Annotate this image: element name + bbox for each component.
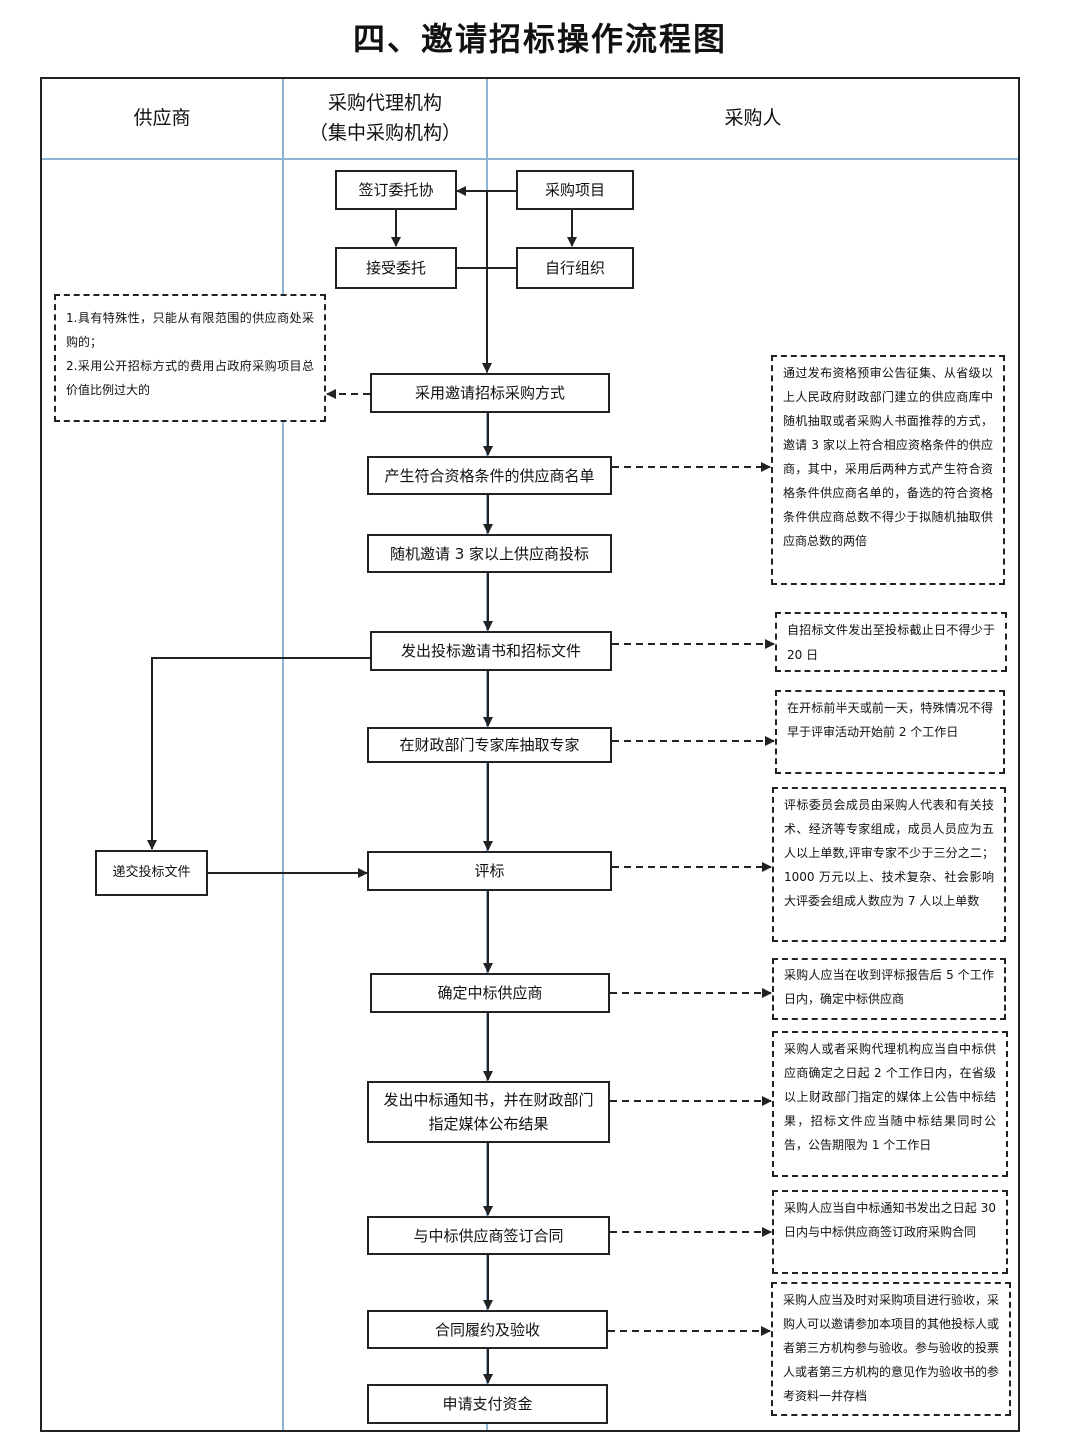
step-notify-line1: 发出中标通知书，并在财政部门 bbox=[383, 1091, 594, 1109]
note-expert-time: 在开标前半天或前一天，特殊情况不得早于评审活动开始前 2 个工作日 bbox=[775, 690, 1005, 774]
lane-header-purchaser: 采购人 bbox=[724, 107, 782, 129]
step-issue-docs: 发出投标邀请书和招标文件 bbox=[370, 631, 612, 671]
diagram-frame bbox=[40, 77, 1020, 1432]
lane-header-agency: 采购代理机构 （集中采购机构） bbox=[284, 78, 486, 158]
note-acceptance: 采购人应当及时对采购项目进行验收，采购人可以邀请参加本项目的其他投标人或者第三方… bbox=[771, 1282, 1011, 1416]
note-deadline: 自招标文件发出至投标截止日不得少于 20 日 bbox=[775, 612, 1007, 672]
step-notify-line2: 指定媒体公布结果 bbox=[428, 1115, 549, 1133]
step-accept-entrust: 接受委托 bbox=[335, 247, 457, 289]
step-invite-method: 采用邀请招标采购方式 bbox=[370, 373, 610, 413]
note-condition-1: 1.具有特殊性，只能从有限范围的供应商处采购的； bbox=[66, 311, 314, 349]
note-committee: 评标委员会成员由采购人代表和有关技术、经济等专家组成，成员人员应为五人以上单数,… bbox=[772, 787, 1006, 942]
step-random-invite: 随机邀请 3 家以上供应商投标 bbox=[367, 534, 612, 573]
step-sign-contract: 与中标供应商签订合同 bbox=[367, 1216, 610, 1255]
step-perform-accept: 合同履约及验收 bbox=[367, 1310, 608, 1349]
note-condition-2: 2.采用公开招标方式的费用占政府采购项目总价值比例过大的 bbox=[66, 359, 314, 397]
arrow-issue-to-submit bbox=[147, 657, 370, 850]
step-qualified-list: 产生符合资格条件的供应商名单 bbox=[367, 456, 612, 495]
note-qualification: 通过发布资格预审公告征集、从省级以上人民政府财政部门建立的供应商库中随机抽取或者… bbox=[771, 355, 1005, 585]
note-invite-conditions: 1.具有特殊性，只能从有限范围的供应商处采购的； 2.采用公开招标方式的费用占政… bbox=[54, 294, 326, 422]
note-winner-time: 采购人应当在收到评标报告后 5 个工作日内，确定中标供应商 bbox=[772, 958, 1006, 1020]
step-extract-experts: 在财政部门专家库抽取专家 bbox=[367, 727, 612, 763]
step-apply-payment: 申请支付资金 bbox=[367, 1384, 608, 1424]
note-announcement: 采购人或者采购代理机构应当自中标供应商确定之日起 2 个工作日内，在省级以上财政… bbox=[772, 1031, 1008, 1177]
step-sign-entrust: 签订委托协 bbox=[335, 170, 457, 210]
step-determine-winner: 确定中标供应商 bbox=[370, 973, 610, 1013]
step-self-organize: 自行组织 bbox=[516, 247, 634, 289]
lane-header-agency-line1: 采购代理机构 bbox=[327, 92, 442, 114]
lane-header-agency-line2: （集中采购机构） bbox=[308, 122, 461, 144]
step-purchase-project: 采购项目 bbox=[516, 170, 634, 210]
step-evaluate: 评标 bbox=[367, 851, 612, 891]
step-notify-publish: 发出中标通知书，并在财政部门 指定媒体公布结果 bbox=[367, 1081, 610, 1143]
step-submit-bid: 递交投标文件 bbox=[95, 850, 208, 896]
lane-header-supplier: 供应商 bbox=[133, 107, 191, 129]
page-title: 四、邀请招标操作流程图 bbox=[352, 20, 727, 58]
note-contract-time: 采购人应当自中标通知书发出之日起 30 日内与中标供应商签订政府采购合同 bbox=[772, 1190, 1008, 1274]
